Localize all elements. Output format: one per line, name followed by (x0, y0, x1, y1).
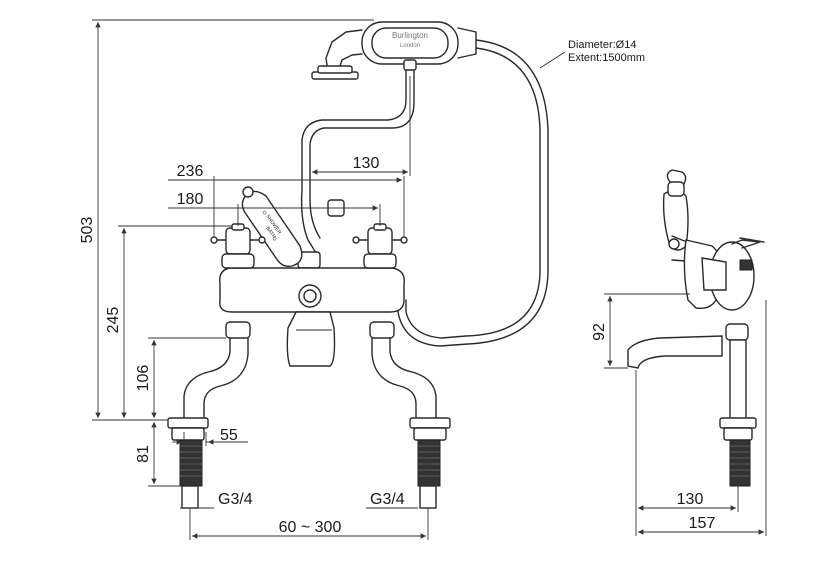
handset-cradle (301, 59, 417, 177)
right-handle (352, 223, 408, 269)
dim-side-height: 92 (591, 323, 608, 341)
diverter-column (297, 175, 345, 269)
dim-overall-height: 503 (79, 217, 96, 244)
shower-handset: Burlington London (311, 21, 477, 80)
side-dimensions: 92 130 157 (591, 293, 767, 536)
dim-side-reach: 130 (677, 491, 704, 508)
left-handle (210, 223, 266, 269)
dim-side-depth: 157 (689, 515, 716, 532)
dim-thread-length: 81 (135, 445, 152, 463)
thread-right: G3/4 (370, 491, 405, 508)
right-leg (369, 321, 451, 509)
shower-hose (397, 39, 549, 347)
dim-handle-spread: 180 (177, 191, 204, 208)
diverter-lever: O SHOWER BATH O (241, 186, 303, 268)
left-leg (167, 321, 251, 509)
dim-centres: 60 ~ 300 (279, 519, 342, 536)
dim-deck-to-arm: 106 (135, 365, 152, 392)
lever-text-1: O (260, 210, 267, 217)
front-view: Burlington London Diameter:Ø14 Extent:15… (167, 21, 645, 509)
side-view (627, 169, 765, 487)
handset-city: London (400, 43, 420, 49)
dim-leg-dia: 55 (220, 427, 238, 444)
hose-diameter-label: Diameter:Ø14 (568, 39, 636, 51)
thread-left: G3/4 (218, 491, 253, 508)
hose-leader (539, 51, 566, 69)
dim-to-spout: 245 (105, 307, 122, 334)
front-dimensions: 503 245 106 81 236 180 130 55 (79, 19, 429, 540)
handset-brand: Burlington (392, 31, 428, 40)
tap-body (219, 267, 405, 367)
lever-text-4: O (270, 236, 277, 243)
hose-extent-label: Extent:1500mm (568, 52, 645, 64)
thread-hatch (180, 445, 440, 477)
dim-overall-width: 236 (177, 163, 204, 180)
dim-handset-reach: 130 (353, 155, 380, 172)
